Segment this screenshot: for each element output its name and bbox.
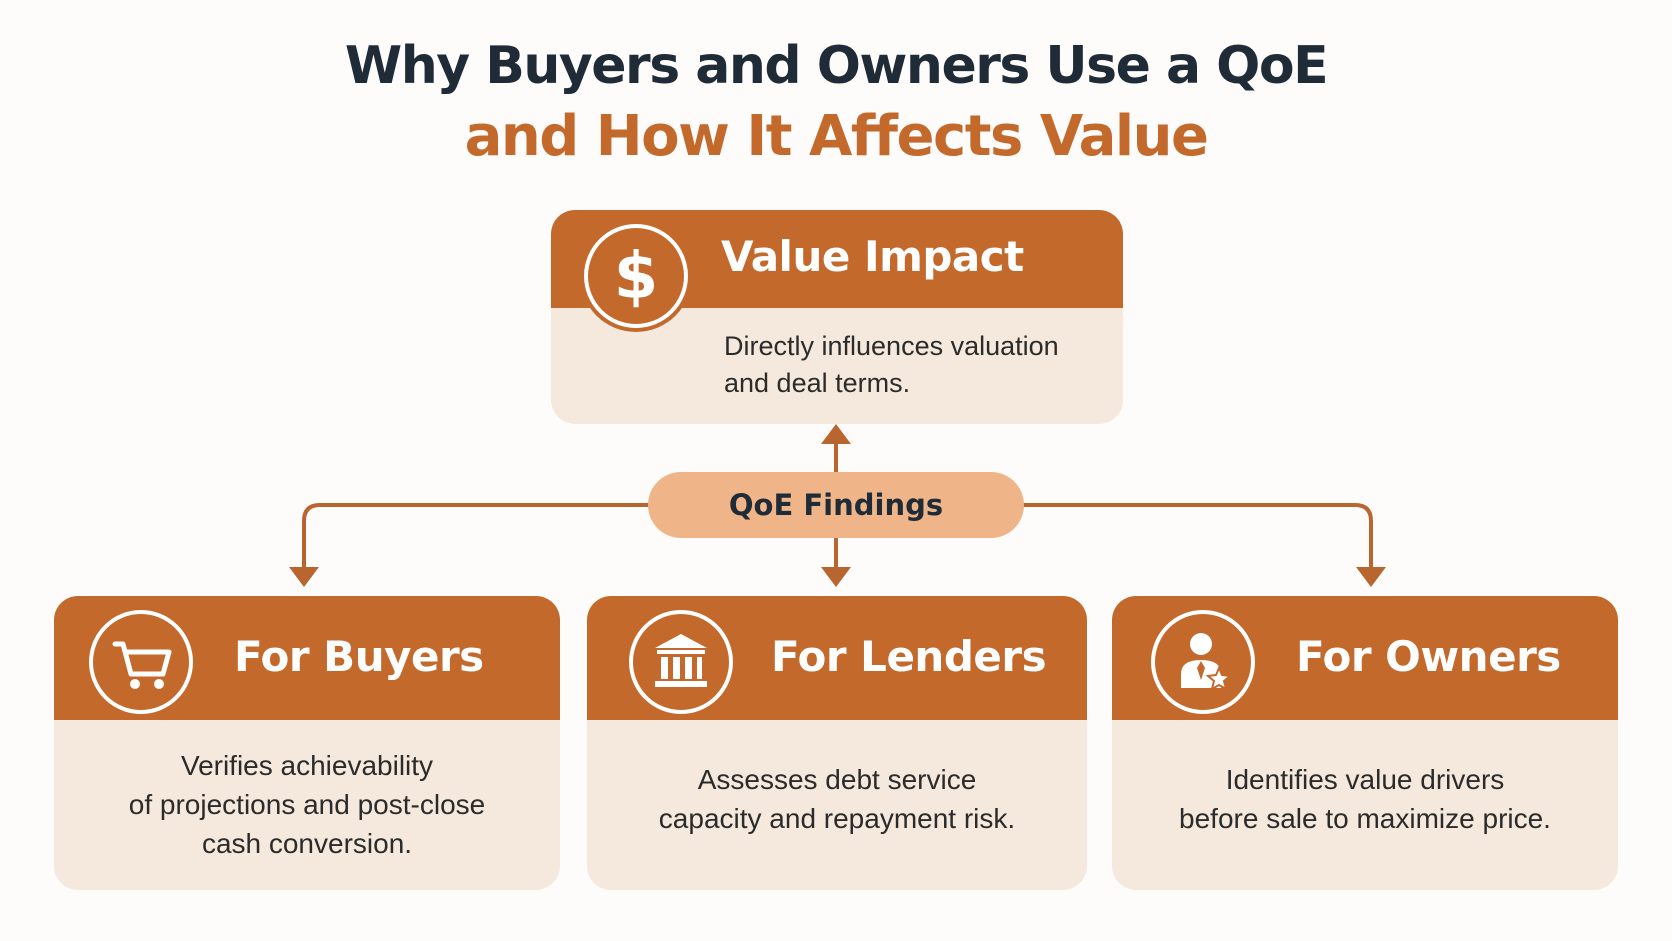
lenders-card: For Lenders Assesses debt service capaci… bbox=[587, 596, 1087, 890]
qoe-findings-node: QoE Findings bbox=[648, 472, 1024, 538]
lenders-description: Assesses debt service capacity and repay… bbox=[658, 764, 1016, 834]
owners-description: Identifies value drivers before sale to … bbox=[1179, 764, 1551, 834]
value-impact-card: $ Value Impact Directly influences valua… bbox=[551, 210, 1123, 424]
arrowhead-right bbox=[1356, 567, 1386, 587]
connector-left bbox=[302, 503, 650, 572]
bank-icon bbox=[629, 610, 733, 714]
arrowhead-up bbox=[821, 424, 851, 444]
dollar-icon: $ bbox=[584, 224, 688, 328]
page-title: Why Buyers and Owners Use a QoE bbox=[344, 36, 1329, 96]
owners-card: For Owners Identifies value drivers befo… bbox=[1112, 596, 1618, 890]
buyers-card: For Buyers Verifies achievability of pro… bbox=[54, 596, 560, 890]
arrowhead-left bbox=[289, 567, 319, 587]
page-subtitle: and How It Affects Value bbox=[464, 104, 1209, 169]
value-impact-description: Directly influences valuation and deal t… bbox=[724, 331, 1059, 398]
connector-right bbox=[1022, 503, 1373, 572]
owner-badge-icon bbox=[1151, 610, 1255, 714]
buyers-title: For Buyers bbox=[234, 632, 484, 681]
arrowhead-down bbox=[821, 567, 851, 587]
svg-text:$: $ bbox=[614, 240, 659, 314]
lenders-title: For Lenders bbox=[771, 632, 1047, 681]
buyers-description: Verifies achievability of projections an… bbox=[128, 750, 486, 859]
owners-title: For Owners bbox=[1296, 632, 1561, 681]
shopping-cart-icon bbox=[89, 610, 193, 714]
value-impact-title: Value Impact bbox=[721, 232, 1024, 281]
